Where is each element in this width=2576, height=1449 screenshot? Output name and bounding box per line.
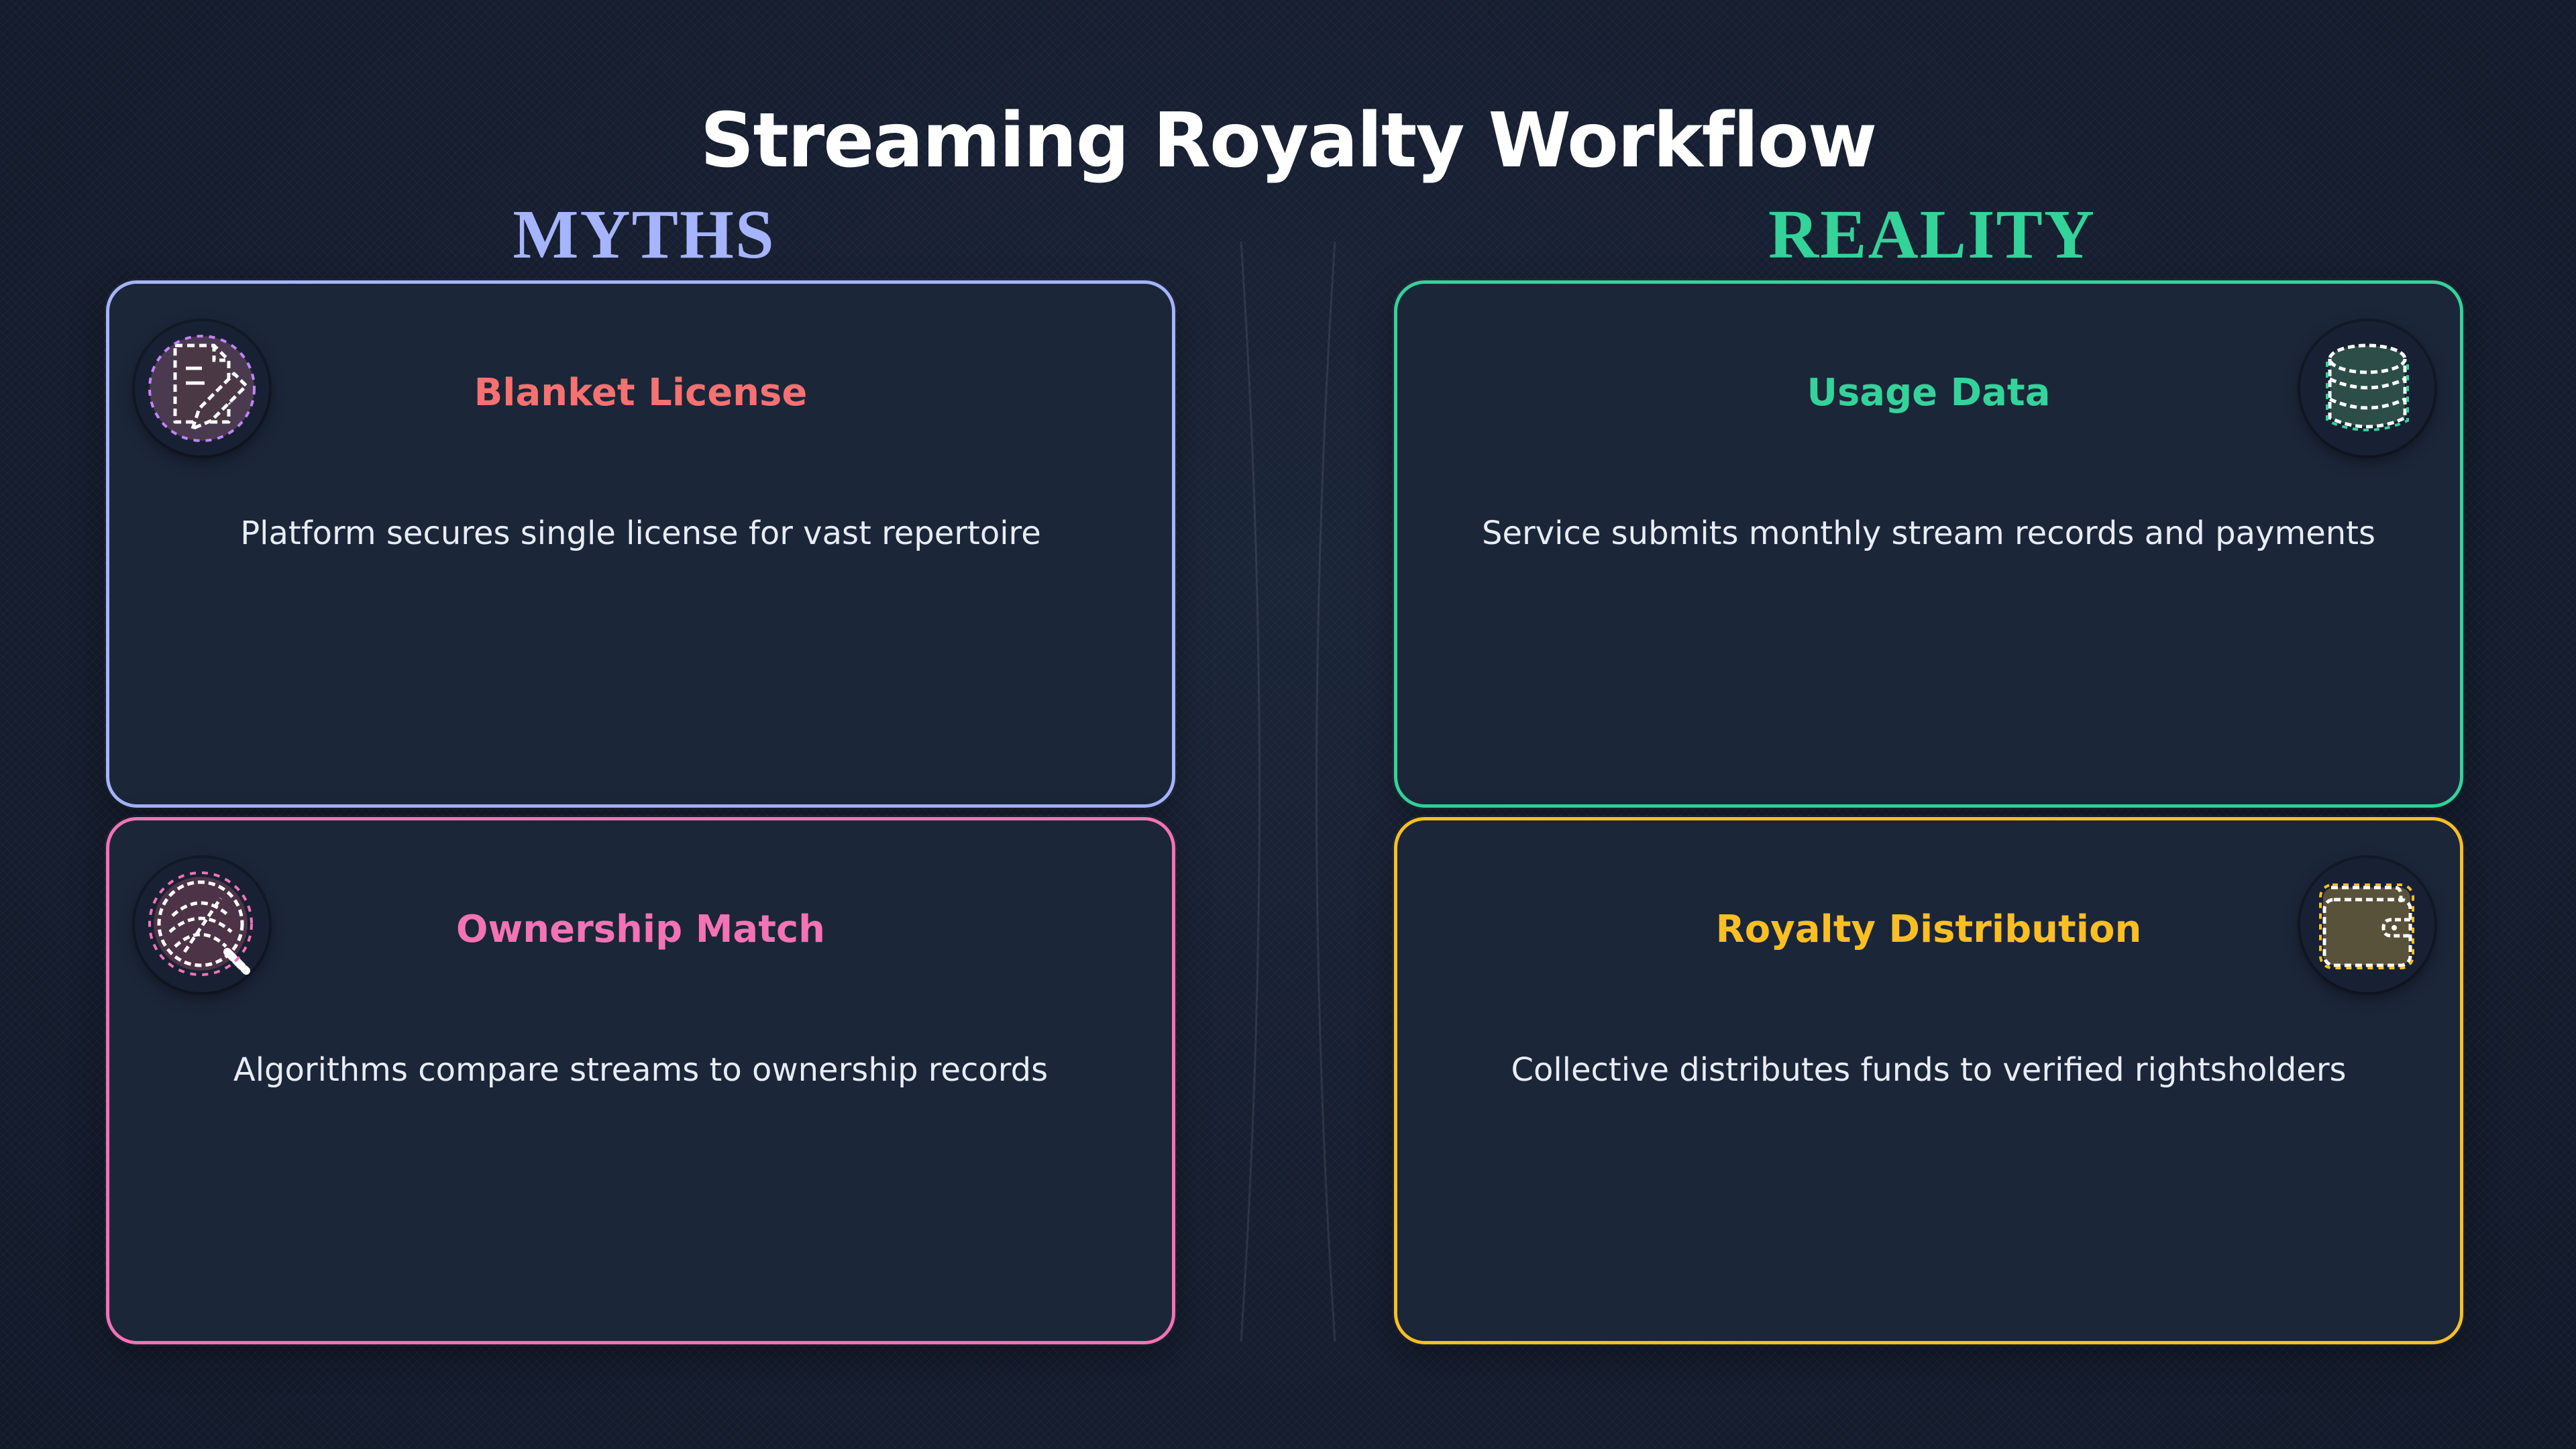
center-divider (1240, 241, 1336, 1342)
database-icon-badge (2300, 321, 2434, 455)
database-icon (2326, 343, 2409, 431)
document-pen-icon-badge (135, 321, 269, 455)
document-pen-icon (148, 335, 256, 442)
card-blanket-license: Blanket License Platform secures single … (106, 280, 1175, 808)
card-ownership-match: Ownership Match Algorithms compare strea… (106, 817, 1175, 1344)
page-title: Streaming Royalty Workflow (700, 97, 1877, 184)
myths-column-header: MYTHS (513, 196, 775, 273)
card-description: Service submits monthly stream records a… (1482, 515, 2375, 552)
card-title: Usage Data (1807, 371, 2051, 415)
card-royalty-distribution: Royalty Distribution Collective distribu… (1394, 817, 2463, 1344)
card-title: Ownership Match (455, 908, 826, 951)
card-description: Algorithms compare streams to ownership … (233, 1051, 1049, 1089)
wallet-icon-badge (2300, 858, 2434, 992)
card-title: Royalty Distribution (1715, 908, 2142, 951)
card-description: Collective distributes funds to verified… (1511, 1051, 2347, 1089)
fingerprint-search-icon-badge (135, 858, 269, 992)
card-description: Platform secures single license for vast… (240, 515, 1041, 552)
reality-column-header: REALITY (1768, 196, 2096, 273)
card-title: Blanket License (474, 371, 808, 415)
fingerprint-search-icon (148, 871, 253, 976)
wallet-icon (2319, 883, 2414, 969)
card-usage-data: Usage Data Service submits monthly strea… (1394, 280, 2463, 808)
